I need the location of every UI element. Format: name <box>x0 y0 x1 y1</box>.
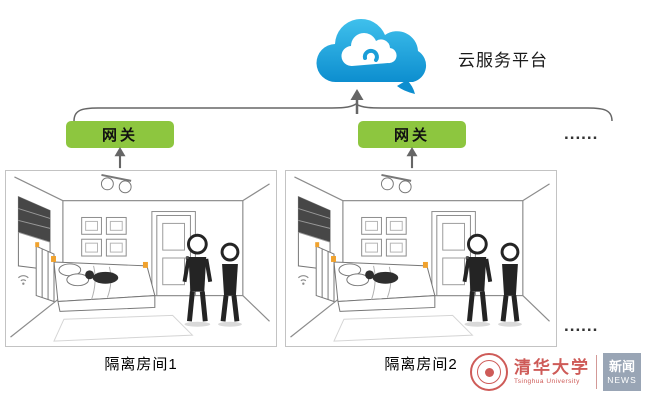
news-label-cn: 新闻 <box>608 359 635 375</box>
tsinghua-emblem-icon <box>470 353 508 391</box>
gateway-label: 网关 <box>101 127 138 144</box>
brace-connector <box>73 103 613 122</box>
news-label-en: NEWS <box>607 374 637 385</box>
university-name-cn: 清华大学 <box>514 358 590 378</box>
university-name-en: Tsinghua University <box>514 377 580 385</box>
isolation-room-2-illustration <box>285 170 557 347</box>
uplink-arrow-room1-icon <box>111 147 129 169</box>
isolation-room-1-illustration <box>5 170 277 347</box>
gateway-node-2: 网关 <box>358 121 466 148</box>
room-illustration-icon <box>286 171 556 346</box>
uplink-arrow-room2-icon <box>403 147 421 169</box>
cloud-platform-label: 云服务平台 <box>458 51 548 70</box>
watermark-divider <box>596 355 597 389</box>
gateway-node-1: 网关 <box>66 121 174 148</box>
room-illustration-icon <box>6 171 276 346</box>
room-2-label: 隔离房间2 <box>384 356 458 373</box>
cloud-icon <box>316 18 427 94</box>
gateway-label: 网关 <box>393 127 430 144</box>
tsinghua-news-watermark: 清华大学 Tsinghua University 新闻 NEWS <box>470 348 641 396</box>
more-gateways-ellipsis: ...... <box>564 124 599 143</box>
room-1-label: 隔离房间1 <box>104 356 178 373</box>
more-rooms-ellipsis: ...... <box>564 316 599 335</box>
news-badge: 新闻 NEWS <box>603 353 641 391</box>
